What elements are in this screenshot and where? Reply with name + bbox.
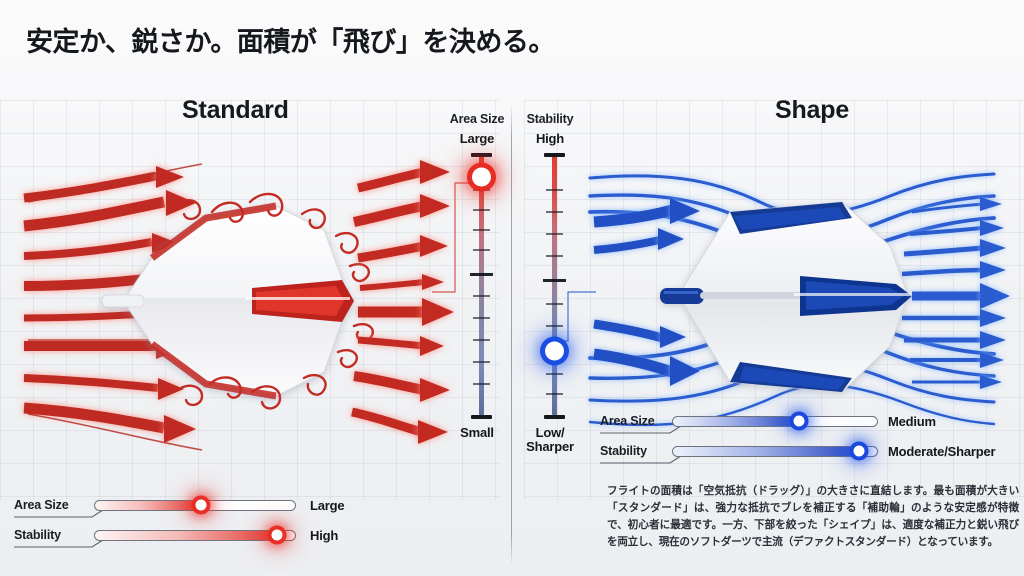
gauge-tick-major <box>543 278 566 282</box>
gauge-area-size-top-label: Large <box>459 131 495 146</box>
slider-row-stability-standard[interactable]: Stability High <box>14 520 414 550</box>
gauge-stability-bottom-label-1: Low/ <box>535 424 565 440</box>
standard-flight-illustration <box>6 140 458 460</box>
gauge-area-size-end-bottom <box>471 414 492 419</box>
gauge-tick <box>546 210 563 213</box>
gauge-tick <box>546 302 563 305</box>
panel-heading-standard: Standard <box>182 96 289 124</box>
page-title: 安定か、鋭さか。面積が「飛び」を決める。 <box>26 27 555 57</box>
gauge-stability-bottom-label-2: Sharper <box>526 438 574 454</box>
slider-handle-stability-shape[interactable] <box>853 445 865 457</box>
slider-value-area-size-standard: Large <box>310 497 345 513</box>
slider-fill <box>95 530 277 540</box>
gauge-tick <box>473 360 490 363</box>
gauge-tick <box>546 188 563 191</box>
gauge-tick <box>473 188 490 191</box>
gauge-area-size-body <box>432 149 522 421</box>
slider-handle-stability-standard[interactable] <box>271 529 283 541</box>
gauge-tick <box>473 248 490 251</box>
gauge-tick <box>473 294 490 297</box>
slider-row-area-size-standard[interactable]: Area Size Large <box>14 490 414 520</box>
slider-value-area-size-shape: Medium <box>888 413 936 429</box>
gauge-stability-title: Stability <box>526 112 574 126</box>
gauge-tick <box>473 316 490 319</box>
label-lead-line <box>14 535 107 548</box>
gauge-tick <box>473 382 490 385</box>
gauge-stability-top-label: High <box>535 131 565 146</box>
slider-track-area-size-shape[interactable] <box>672 415 878 427</box>
gauge-tick <box>546 324 563 327</box>
gauge-area-size-end-top <box>471 152 492 157</box>
gauge-area-size-marker[interactable] <box>472 167 491 187</box>
slider-label-area-size-standard: Area Size <box>14 498 69 512</box>
center-divider <box>511 104 512 566</box>
slider-row-area-size-shape[interactable]: Area Size Medium <box>600 406 1020 436</box>
gauge-stability-marker[interactable] <box>545 341 564 361</box>
gauge-tick <box>473 338 490 341</box>
shape-flight-illustration <box>588 150 1020 450</box>
slider-handle-area-size-shape[interactable] <box>793 415 805 427</box>
gauge-tick <box>546 254 563 257</box>
gauge-area-size-title: Area Size <box>449 112 505 126</box>
panel-heading-shape: Shape <box>775 96 850 124</box>
gauge-area-size: Area Size Large Small <box>432 112 522 440</box>
slider-label-stability-shape: Stability <box>600 444 647 458</box>
gauge-area-size-bar <box>479 154 484 415</box>
gauge-tick <box>473 208 490 211</box>
gauge-tick <box>473 228 490 231</box>
gauge-tick <box>546 392 563 395</box>
slider-track-area-size-standard[interactable] <box>94 499 296 511</box>
slider-value-stability-shape: Moderate/Sharper <box>888 443 996 459</box>
gauge-stability-body <box>505 149 595 421</box>
label-lead-line <box>600 451 692 464</box>
gauge-stability-bar <box>552 154 557 415</box>
gauge-area-size-bottom-label: Small <box>460 424 494 440</box>
slider-handle-area-size-standard[interactable] <box>195 499 207 511</box>
slider-fill <box>95 500 201 510</box>
label-lead-line <box>14 505 107 518</box>
slider-label-stability-standard: Stability <box>14 528 61 542</box>
gauge-tick-major <box>470 272 493 276</box>
gauge-stability-end-top <box>544 152 565 157</box>
description-paragraph: フライトの面積は「空気抵抗（ドラッグ）」の大きさに直結します。最も面積が大きい「… <box>607 485 1019 549</box>
gauge-tick <box>546 232 563 235</box>
slider-fill <box>673 416 800 426</box>
slider-label-area-size-shape: Area Size <box>600 414 655 428</box>
gauge-stability-end-bottom <box>544 414 565 419</box>
slider-row-stability-shape[interactable]: Stability Moderate/Sharper <box>600 436 1020 466</box>
gauge-stability: Stability High Low/ Sharper <box>505 112 595 453</box>
gauge-tick <box>546 372 563 375</box>
slider-track-stability-shape[interactable] <box>672 445 878 457</box>
label-lead-line <box>600 421 692 434</box>
slider-track-stability-standard[interactable] <box>94 529 296 541</box>
shape-slider-group: Area Size Medium Stability Moderate/Shar… <box>600 406 1020 466</box>
standard-slider-group: Area Size Large Stability High <box>14 490 414 550</box>
slider-value-stability-standard: High <box>310 527 339 543</box>
slider-fill <box>673 446 859 456</box>
